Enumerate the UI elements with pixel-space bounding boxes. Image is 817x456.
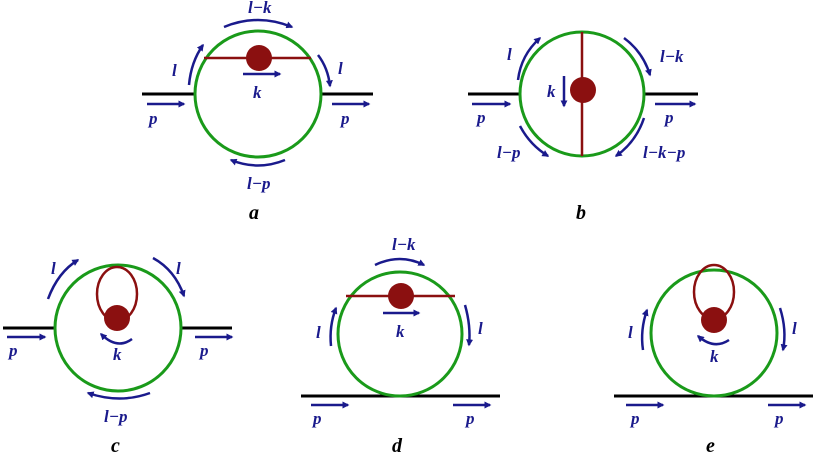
label-top-right: l [176, 259, 181, 278]
label-top: l−k [392, 235, 416, 254]
label-in: p [7, 341, 18, 360]
label-left: l [316, 323, 321, 342]
momentum-arrow-right [778, 307, 788, 352]
label-out: p [339, 109, 350, 128]
label-in: p [311, 409, 322, 428]
label-inner: k [396, 322, 405, 341]
label-inner: k [253, 83, 262, 102]
self-energy-blob [104, 305, 130, 331]
label-out: p [773, 409, 784, 428]
label-right: l [792, 319, 797, 338]
label-bottom: l−p [247, 174, 271, 193]
loop-circle [336, 270, 464, 398]
label-out: p [464, 409, 475, 428]
loop-circle [53, 263, 183, 393]
momentum-arrow-bottom-left [518, 125, 550, 158]
label-inner: k [113, 345, 122, 364]
momentum-arrow-left [640, 308, 649, 351]
momentum-arrow-left [187, 43, 205, 86]
label-top-left: l [51, 259, 56, 278]
momentum-arrow-bottom-right [614, 117, 646, 158]
label-right: l [338, 59, 343, 78]
diagram-c: l l l−p k p p c [3, 256, 234, 456]
label-inner: k [547, 82, 556, 101]
momentum-arrow-right [317, 54, 333, 88]
label-top-left: l [507, 45, 512, 64]
diagram-d: l−k l l k p p d [301, 235, 500, 456]
label-top-right: l−k [660, 47, 684, 66]
panel-label-a: a [249, 202, 259, 224]
label-left: l [172, 61, 177, 80]
label-in: p [475, 108, 486, 127]
self-energy-blob [388, 283, 414, 309]
momentum-arrow-top-right [623, 36, 652, 77]
momentum-arrow-bottom [229, 158, 286, 167]
label-out: p [663, 108, 674, 127]
self-energy-blob [246, 45, 272, 71]
diagram-a: l−k l l l−p k p p a [142, 0, 373, 224]
momentum-arrow-top [223, 18, 294, 29]
label-bottom-right: l−k−p [643, 143, 685, 162]
momentum-arrow-right [463, 304, 474, 347]
momentum-arrow-left [329, 306, 338, 347]
panel-label-b: b [576, 202, 586, 224]
diagram-b: l l−k l−p l−k−p k p p b [468, 30, 698, 224]
label-right: l [478, 319, 483, 338]
loop-circle [193, 29, 323, 159]
loop-circle [649, 268, 779, 398]
momentum-arrow-top [374, 257, 426, 267]
momentum-arrow-top-left [516, 37, 542, 81]
momentum-arrow-inner [100, 333, 133, 345]
momentum-arrow-inner [696, 335, 730, 346]
label-bottom: l−p [104, 407, 128, 426]
momentum-arrow-top-left [46, 258, 80, 300]
self-energy-blob [570, 77, 596, 103]
panel-label-d: d [392, 435, 403, 456]
label-bottom-left: l−p [497, 143, 521, 162]
label-out: p [198, 341, 209, 360]
label-top: l−k [248, 0, 272, 17]
label-in: p [629, 409, 640, 428]
panel-label-e: e [706, 435, 715, 456]
label-left: l [628, 323, 633, 342]
label-inner: k [710, 347, 719, 366]
momentum-arrow-top-right [152, 256, 186, 298]
panel-label-c: c [111, 435, 120, 456]
self-energy-blob [701, 307, 727, 333]
label-in: p [147, 109, 158, 128]
diagram-e: l l k p p e [614, 263, 813, 456]
momentum-arrow-bottom [86, 391, 151, 400]
